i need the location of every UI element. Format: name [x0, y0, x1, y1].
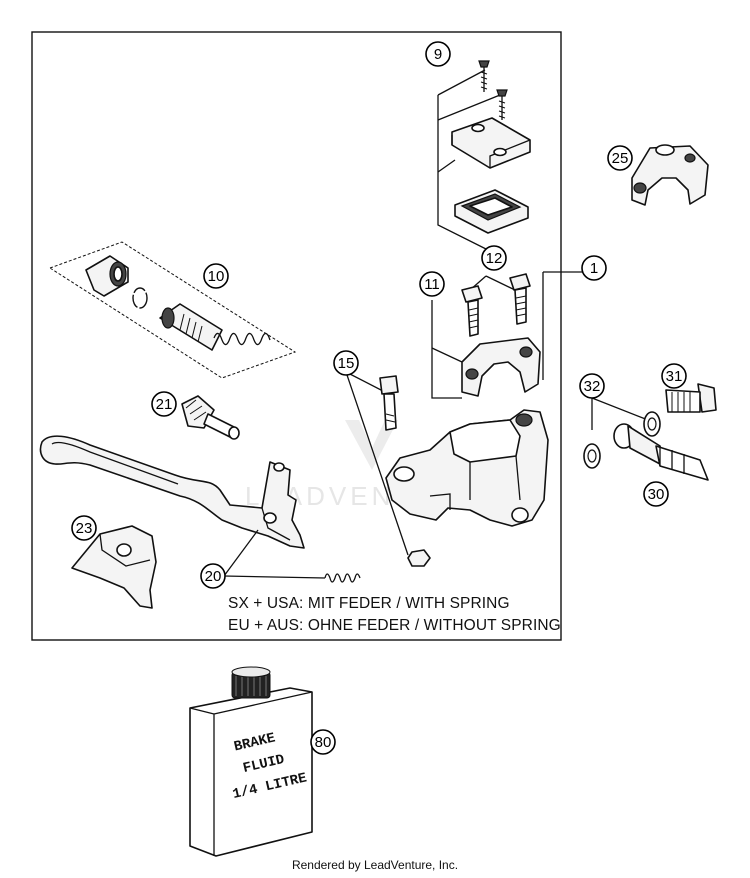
brake-lever[interactable] [39, 435, 305, 549]
piston[interactable] [159, 303, 223, 351]
callout-21[interactable]: 21 [151, 391, 177, 417]
callout-15[interactable]: 15 [333, 350, 359, 376]
callout-12[interactable]: 12 [481, 245, 507, 271]
clamp-11-group[interactable] [431, 273, 541, 399]
reservoir-cap[interactable] [451, 117, 531, 169]
piston-boot[interactable] [85, 255, 129, 297]
piston-kit-10[interactable] [48, 241, 297, 379]
svg-text:80: 80 [315, 734, 332, 751]
circlip[interactable] [132, 287, 148, 309]
callout-11[interactable]: 11 [419, 271, 445, 297]
brake-hose-30[interactable] [613, 423, 709, 481]
lever-spring-20[interactable] [324, 573, 361, 583]
callout-25[interactable]: 25 [607, 145, 633, 171]
diagram-frame [31, 31, 562, 641]
piston-spring[interactable] [213, 332, 271, 346]
callout-10[interactable]: 10 [203, 263, 229, 289]
callout-32[interactable]: 32 [579, 373, 605, 399]
svg-text:9: 9 [434, 46, 442, 63]
handlebar-clamp-25[interactable] [631, 144, 709, 206]
callout-80[interactable]: 80 [310, 729, 336, 755]
callout-30[interactable]: 30 [643, 481, 669, 507]
footer-credit: Rendered by LeadVenture, Inc. [291, 858, 459, 872]
reservoir-diaphragm[interactable] [454, 189, 529, 234]
screw-b[interactable] [496, 89, 508, 120]
callout-23[interactable]: 23 [71, 515, 97, 541]
svg-text:31: 31 [666, 368, 683, 385]
svg-text:32: 32 [584, 378, 601, 395]
svg-text:20: 20 [205, 568, 222, 585]
svg-text:15: 15 [338, 355, 355, 372]
master-cylinder-body[interactable] [385, 409, 549, 527]
bottle-cap[interactable] [231, 666, 271, 699]
sealing-washer-a[interactable] [643, 411, 661, 437]
banjo-group[interactable] [583, 383, 717, 481]
svg-text:30: 30 [648, 486, 665, 503]
note-without-spring: EU + AUS: OHNE FEDER / WITHOUT SPRING [228, 617, 561, 634]
callout-1[interactable]: 1 [581, 255, 607, 281]
note-with-spring: SX + USA: MIT FEDER / WITH SPRING [228, 595, 510, 612]
svg-text:10: 10 [208, 268, 225, 285]
adjuster-screw-21[interactable] [181, 395, 240, 440]
clamp-11[interactable] [461, 337, 541, 397]
banjo-bolt-31[interactable] [665, 383, 717, 413]
callout-9[interactable]: 9 [425, 41, 451, 67]
clamp-bolt-b[interactable] [509, 273, 531, 325]
callout-31[interactable]: 31 [661, 363, 687, 389]
svg-text:11: 11 [424, 276, 440, 293]
svg-text:25: 25 [612, 150, 629, 167]
clamp-bolt-a[interactable] [461, 285, 483, 337]
reservoir-cover-group[interactable] [437, 60, 531, 251]
svg-text:21: 21 [156, 396, 173, 413]
pivot-bolt-15[interactable] [345, 371, 431, 567]
svg-text:12: 12 [486, 250, 503, 267]
lever-guard-23[interactable] [71, 525, 157, 609]
brake-fluid-bottle[interactable]: BRAKE FLUID 1/4 LITRE [189, 666, 313, 857]
sealing-washer-b[interactable] [583, 443, 601, 469]
svg-text:23: 23 [76, 520, 93, 537]
svg-text:1: 1 [590, 260, 598, 277]
screw-a[interactable] [478, 60, 490, 92]
callout-20[interactable]: 20 [200, 563, 226, 589]
